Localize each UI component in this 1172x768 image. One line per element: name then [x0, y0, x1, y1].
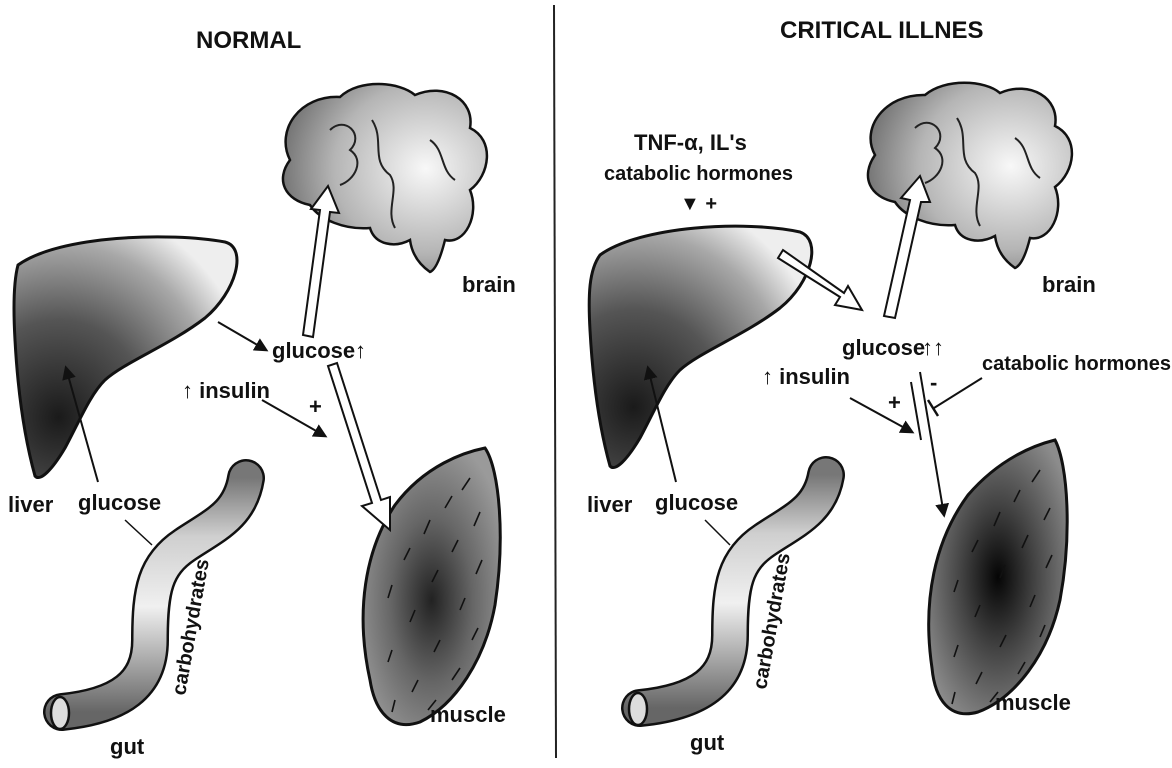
catabolic-inhibition-line	[934, 378, 982, 408]
glucose-to-muscle-arrow-shaft	[911, 382, 921, 440]
catabolic-hormones-label: catabolic hormones	[982, 353, 1171, 375]
critical-title: CRITICAL ILLNES	[780, 17, 984, 44]
muscle-icon	[363, 448, 500, 725]
inhibition-minus-sign: -	[930, 370, 937, 395]
muscle-label: muscle	[995, 690, 1071, 715]
muscle-icon	[929, 440, 1067, 714]
liver-icon	[589, 226, 812, 467]
normal-title: NORMAL	[196, 27, 301, 54]
inhibition-bar	[928, 400, 938, 416]
muscle-label: muscle	[430, 702, 506, 727]
glucose-to-brain-hollow-arrow	[303, 186, 339, 337]
liver-label: liver	[587, 492, 633, 517]
glucose-leader-line	[125, 520, 152, 545]
glucose-center-label: glucose	[842, 335, 925, 360]
panel-normal: NORMAL brain liver glucose gut carbohydr…	[8, 27, 516, 759]
gut-label: gut	[690, 730, 725, 755]
brain-icon	[868, 83, 1072, 268]
panel-critical: CRITICAL ILLNES TNF-α, IL's catabolic ho…	[587, 17, 1171, 755]
liver-to-glucose-arrow	[218, 322, 266, 350]
glucose-gut-label: glucose	[78, 490, 161, 515]
glucose-up-arrow: ↑	[355, 338, 366, 363]
catabolic-hormones-top-label: catabolic hormones	[604, 163, 793, 185]
insulin-label: ↑ insulin	[182, 378, 270, 403]
insulin-plus-sign: +	[309, 394, 322, 419]
glucose-center-label: glucose	[272, 338, 355, 363]
gut-opening	[629, 693, 647, 725]
insulin-label: ↑ insulin	[762, 364, 850, 389]
glucose-double-up-arrows: ↑↑	[922, 335, 944, 360]
glucose-leader-line	[705, 520, 730, 545]
panel-divider	[554, 5, 556, 758]
brain-label: brain	[1042, 272, 1096, 297]
gut-opening	[51, 697, 69, 729]
brain-icon	[283, 84, 487, 272]
mediators-label: TNF-α, IL's	[634, 130, 747, 155]
insulin-plus-sign: +	[888, 390, 901, 415]
glucose-gut-label: glucose	[655, 490, 738, 515]
insulin-arrow	[850, 398, 912, 432]
stimulation-sign: ▼ +	[680, 193, 717, 215]
gut-label: gut	[110, 734, 145, 759]
liver-icon	[14, 237, 237, 478]
liver-label: liver	[8, 492, 54, 517]
brain-label: brain	[462, 272, 516, 297]
glucose-to-muscle-hollow-arrow	[328, 363, 390, 530]
